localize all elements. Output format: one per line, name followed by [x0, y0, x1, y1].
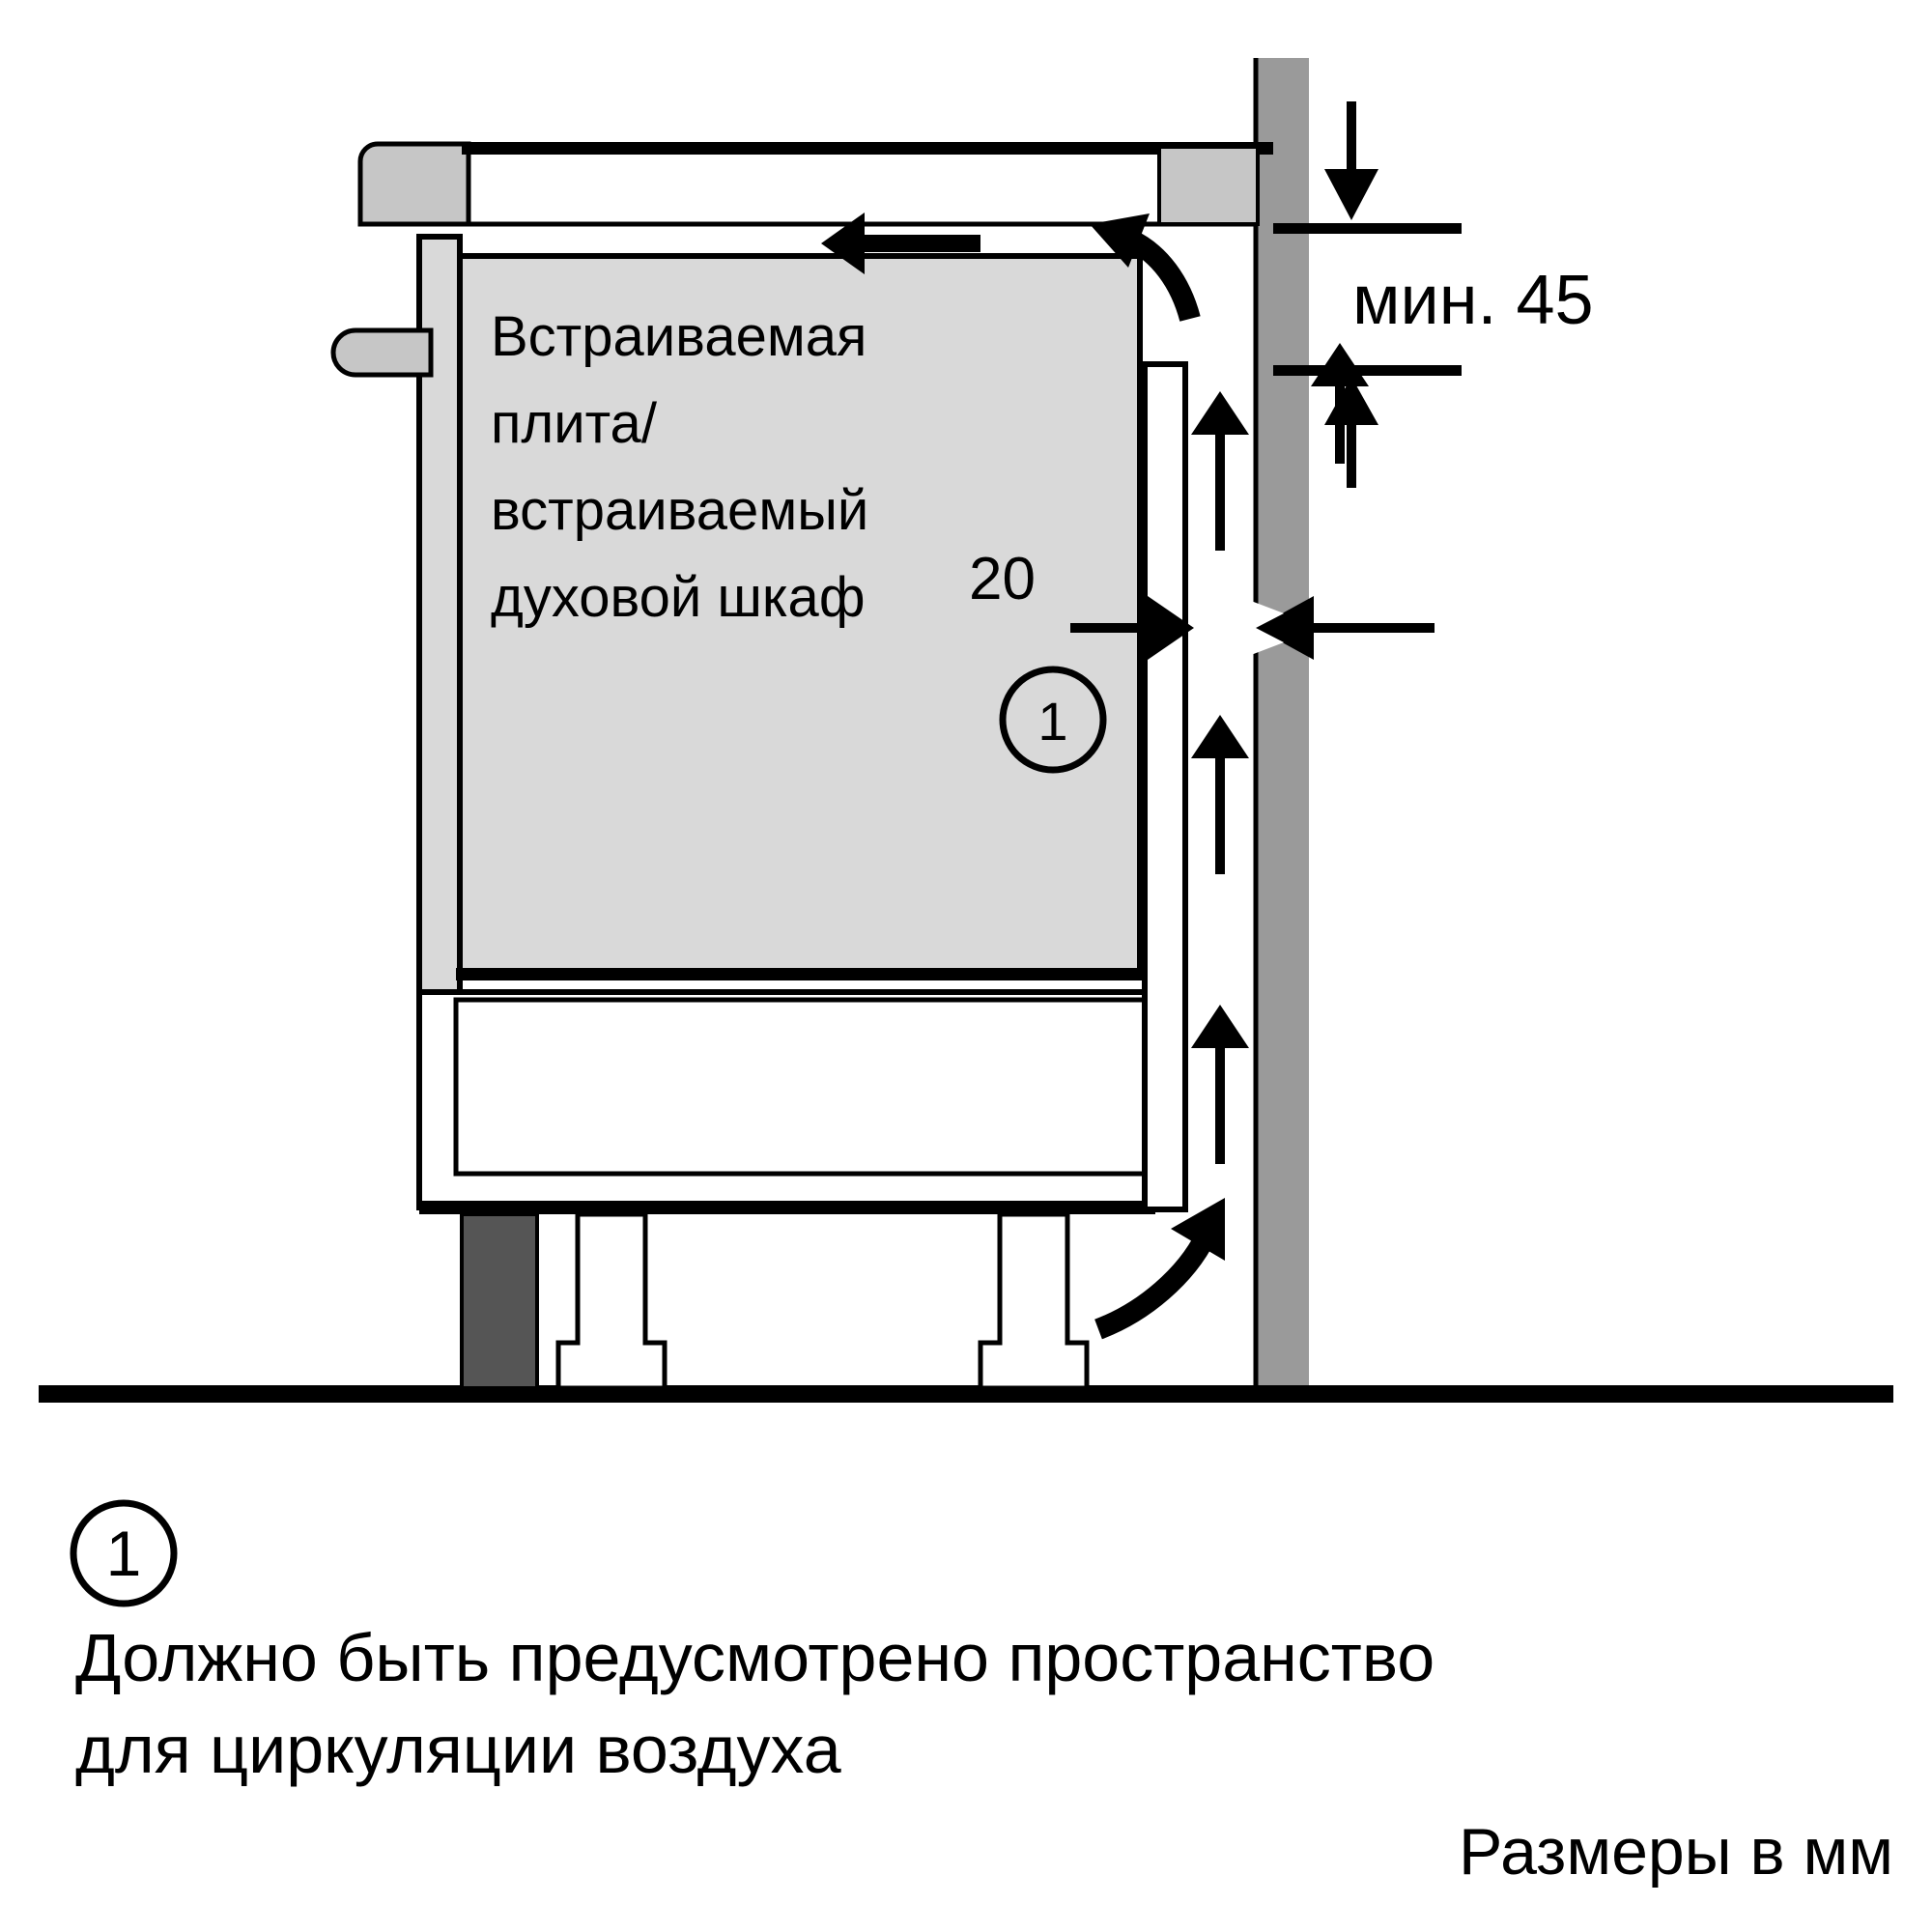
drawer-bottom-plate — [419, 1201, 1155, 1214]
footnote-line-2: для циркуляции воздуха — [75, 1712, 841, 1787]
rear-vent-panel — [1142, 361, 1188, 1212]
arrow-up-icon — [1191, 1005, 1249, 1164]
dimension-20: 20 — [969, 546, 1435, 660]
worktop-end-block — [357, 141, 471, 227]
callout-marker-1: 1 — [999, 666, 1107, 774]
footnote-marker-number: 1 — [106, 1518, 142, 1589]
footnote-block: 1 Должно быть предусмотрено пространство… — [70, 1499, 1435, 1787]
curved-arrow-icon — [1124, 230, 1201, 323]
appliance-handle — [330, 327, 434, 378]
worktop-top-surface — [462, 142, 1273, 155]
appliance-label: Встраиваемая плита/ встраиваемый духовой… — [491, 305, 868, 629]
dim-extension-line-top — [1273, 223, 1462, 234]
curved-arrow-head-icon — [1090, 213, 1150, 268]
cabinet-leg-left — [555, 1211, 668, 1391]
airflow-arrow-left — [821, 213, 980, 274]
floor-line — [39, 1385, 1893, 1403]
dimension-min-45: мин. 45 — [1273, 101, 1594, 488]
footnote-marker-circle — [70, 1499, 178, 1607]
curved-arrow-head-icon — [1171, 1198, 1225, 1261]
appliance-label-line-4: духовой шкаф — [491, 566, 866, 629]
appliance-bottom-edge — [456, 968, 1142, 980]
dimension-arrow-icon — [1148, 596, 1194, 660]
dimension-arrow-icon — [1256, 599, 1312, 657]
wall — [1256, 58, 1309, 1391]
dimension-min-45-label: мин. 45 — [1352, 262, 1594, 339]
worktop-body — [466, 142, 1259, 227]
drawer-box-inner — [453, 997, 1152, 1177]
appliance-label-line-3: встраиваемый — [491, 479, 868, 542]
cabinet-leg-right — [978, 1211, 1090, 1391]
airflow-curve-bottom — [1094, 1198, 1225, 1340]
callout-marker-1-number: 1 — [1037, 691, 1067, 752]
arrow-left-icon — [821, 213, 980, 274]
curved-arrow-icon — [1094, 1231, 1215, 1340]
appliance-label-line-2: плита/ — [491, 392, 658, 455]
footnote-line-1: Должно быть предусмотрено пространство — [75, 1620, 1435, 1695]
worktop-wall-joint — [1157, 145, 1260, 226]
dimension-arrow-icon — [1324, 377, 1378, 488]
dimension-20-label: 20 — [969, 546, 1036, 612]
airflow-curve-top — [1090, 213, 1201, 323]
dim-extension-line-bottom — [1273, 365, 1462, 376]
plinth — [460, 1212, 539, 1390]
arrow-up-icon — [1191, 391, 1249, 551]
arrow-up-icon — [1191, 715, 1249, 874]
units-note: Размеры в мм — [1459, 1815, 1893, 1889]
dimension-arrow-icon — [1324, 101, 1378, 220]
dim-leader-right — [1294, 623, 1435, 633]
appliance-label-line-1: Встраиваемая — [491, 305, 867, 368]
dim-leader-left — [1070, 623, 1162, 633]
